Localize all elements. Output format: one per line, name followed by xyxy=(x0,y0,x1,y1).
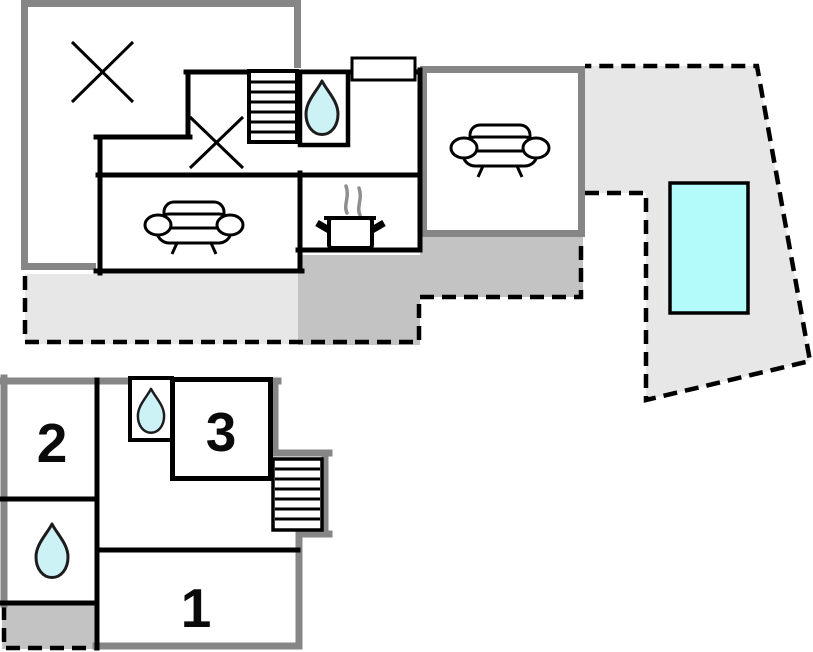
cooking-pot-icon xyxy=(315,184,386,250)
lower-terrace-dashed-border xyxy=(1,606,96,651)
pool-terrace-dashed-border xyxy=(585,63,813,403)
room-label-2: 2 xyxy=(37,412,68,474)
living-room-2 xyxy=(420,66,585,237)
steam-icon xyxy=(343,184,363,217)
terrace-light-area xyxy=(25,274,298,344)
stairs-icon xyxy=(247,69,299,144)
cross-mark-icon-small xyxy=(188,115,245,170)
terrace-dark-area-lower xyxy=(2,604,97,649)
stairs-icon xyxy=(271,457,324,532)
room-3: 3 xyxy=(170,377,273,481)
bathroom-upper xyxy=(297,69,351,148)
upper-floor-plan xyxy=(21,0,813,403)
room-label-3: 3 xyxy=(206,401,237,463)
terrace-dark-area-living xyxy=(420,235,583,297)
room-label-1: 1 xyxy=(181,577,212,639)
lower-interior-walls xyxy=(0,377,301,651)
lower-floor-plan: 3 2 1 xyxy=(0,374,333,651)
bathroom-small xyxy=(128,376,174,442)
swimming-pool-icon xyxy=(668,181,750,315)
cross-mark-icon-large xyxy=(70,40,135,104)
window-marker xyxy=(350,56,417,82)
terrace-dark-area-kitchen xyxy=(298,253,420,345)
terrace-dashed-border xyxy=(22,240,584,345)
